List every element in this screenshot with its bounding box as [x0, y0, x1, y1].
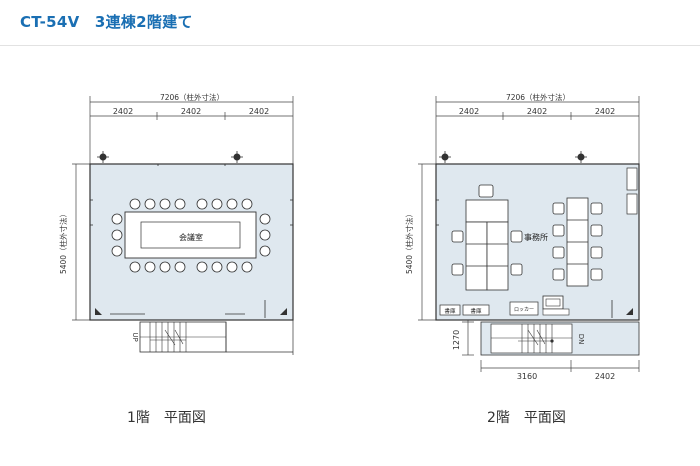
- floor2-dim-stair-depth: 1270: [452, 330, 461, 350]
- floor2-dim-bay-3: 2402: [595, 107, 615, 116]
- floor2-corner-mark: [626, 308, 633, 315]
- floor1-dim-depth: 5400（柱外寸法）: [58, 210, 68, 274]
- floor2-desk-group-right: [552, 197, 603, 287]
- floor2-locker: [509, 301, 539, 316]
- floor2-dimension-lines: [418, 96, 640, 372]
- floor1-dimension-lines: [72, 96, 294, 321]
- header-divider: [0, 45, 700, 46]
- floor2-dim-total: 7206（柱外寸法）: [506, 92, 570, 102]
- floor1-dim-bay-1: 2402: [113, 107, 133, 116]
- floor1-chairs: [111, 198, 271, 273]
- floor2-room-label: 事務所: [524, 232, 548, 242]
- floor1-column-mark: [230, 150, 244, 164]
- floor2-dim-bottom-1: 3160: [517, 372, 537, 381]
- floor2-plan: 7206（柱外寸法） 2402 2402 2402 5400（柱外寸法） 127…: [404, 92, 640, 381]
- floor2-windows: [436, 199, 613, 318]
- floor2-bookshelf: [439, 304, 461, 316]
- floor1-corner-mark: [95, 308, 102, 315]
- floor2-stairs: DN: [480, 321, 640, 356]
- floor1-column-mark: [96, 150, 110, 164]
- floor2-dim-bottom-2: 2402: [595, 372, 615, 381]
- page-title: CT-54V 3連棟2階建て: [20, 13, 193, 31]
- floor2-cabinet: [626, 167, 638, 191]
- floor1-stair-label: UP: [131, 332, 139, 341]
- floor1-caption: 1階 平面図: [127, 410, 206, 426]
- page-header: CT-54V 3連棟2階建て: [0, 0, 700, 46]
- floor1-windows: [90, 199, 293, 318]
- floor1-corner-mark: [280, 308, 287, 315]
- floor1-stairs: UP: [131, 320, 294, 355]
- floor2-locker-label: ロッカー: [514, 307, 534, 313]
- floor2-shelf-label: 書庫: [470, 307, 482, 315]
- floor1-dim-bay-3: 2402: [249, 107, 269, 116]
- floor1-dim-bay-2: 2402: [181, 107, 201, 116]
- floor1-dim-total: 7206（柱外寸法）: [160, 92, 224, 102]
- floor1-room-label: 会議室: [179, 232, 203, 242]
- floor2-column-mark: [438, 150, 452, 164]
- floor2-caption: 2階 平面図: [487, 410, 566, 426]
- floor2-stair-label: DN: [577, 334, 585, 345]
- floor2-dim-depth: 5400（柱外寸法）: [404, 210, 414, 274]
- floor1-meeting-table: [124, 211, 257, 259]
- floor2-dim-bay-2: 2402: [527, 107, 547, 116]
- floor2-dim-bay-1: 2402: [459, 107, 479, 116]
- floor2-shelf-label: 書庫: [444, 307, 456, 315]
- floor2-copier-stand: [542, 308, 570, 316]
- floor1-plan: 7206（柱外寸法） 2402 2402 2402 5400（柱外寸法） 会議室: [58, 92, 294, 355]
- floor2-desk-group-left: [451, 184, 523, 291]
- floor2-cabinet: [626, 193, 638, 215]
- floor2-bookshelf: [462, 304, 490, 316]
- floor2-column-mark: [574, 150, 588, 164]
- floor1-table-inner: [140, 221, 241, 249]
